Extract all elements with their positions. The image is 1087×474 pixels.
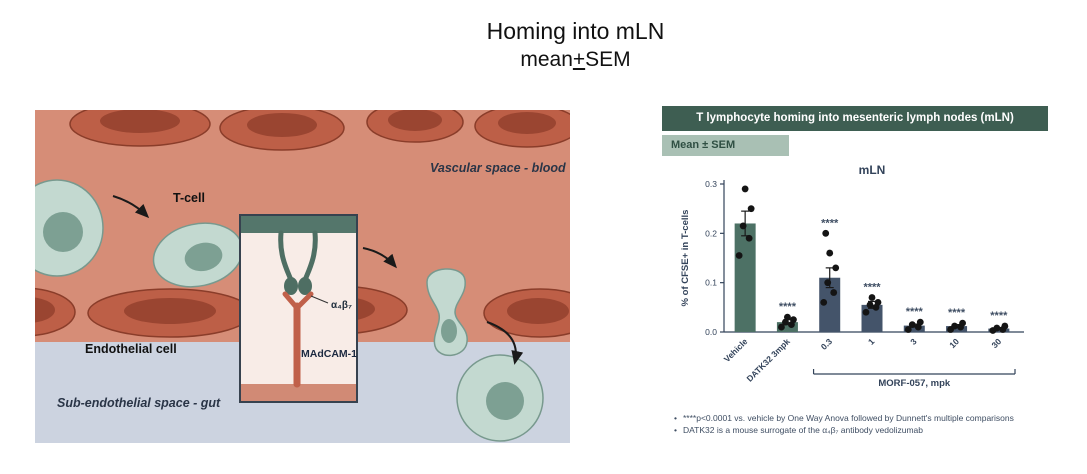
subtitle-sem: SEM bbox=[585, 48, 631, 72]
svg-text:DATK32 3mpk: DATK32 3mpk bbox=[744, 336, 792, 384]
madcam-label: MAdCAM-1 bbox=[301, 348, 357, 360]
svg-text:10: 10 bbox=[947, 336, 961, 350]
footnotes: ****p<0.0001 vs. vehicle by One Way Anov… bbox=[672, 412, 1014, 438]
svg-text:****: **** bbox=[821, 217, 839, 229]
integrin-a4b7-molecule bbox=[278, 230, 318, 295]
svg-text:****: **** bbox=[779, 301, 797, 313]
footnote-datk32: DATK32 is a mouse surrogate of the α₄β₇ … bbox=[672, 424, 1014, 437]
subendothelial-space-label: Sub-endothelial space - gut bbox=[57, 396, 221, 410]
panel-subheader: Mean ± SEM bbox=[662, 135, 789, 156]
chart-panel: T lymphocyte homing into mesenteric lymp… bbox=[662, 106, 1048, 442]
chart-y-axis-label: % of CFSE+ in T-cells bbox=[680, 210, 691, 307]
madcam1-molecule bbox=[282, 291, 314, 388]
endothelial-cell bbox=[366, 101, 464, 143]
tcell-label: T-cell bbox=[173, 191, 205, 205]
svg-text:0.1: 0.1 bbox=[705, 278, 717, 288]
endothelial-cell bbox=[69, 101, 211, 147]
vascular-space-label: Vascular space - blood bbox=[430, 161, 566, 175]
integrin-label-leader bbox=[310, 295, 329, 304]
svg-text:30: 30 bbox=[990, 336, 1004, 350]
svg-text:0.3: 0.3 bbox=[819, 336, 835, 352]
flow-arrow bbox=[362, 247, 397, 269]
integrin-label: α₄β₇ bbox=[331, 300, 352, 311]
title-line1: Homing into mLN bbox=[486, 18, 665, 44]
panel-header: T lymphocyte homing into mesenteric lymp… bbox=[662, 106, 1048, 131]
t-cell bbox=[152, 222, 244, 288]
chart-canvas: mLN % of CFSE+ in T-cells 0.00.10.20.3Ve… bbox=[680, 163, 1024, 389]
endothelial-cell bbox=[474, 104, 580, 148]
svg-text:0.2: 0.2 bbox=[705, 228, 717, 238]
svg-text:3: 3 bbox=[908, 336, 919, 347]
diagram-canvas: α₄β₇ MAdCAM-1 Vascular space - blood T-c… bbox=[0, 101, 597, 443]
svg-text:1: 1 bbox=[866, 336, 877, 347]
t-cell bbox=[456, 354, 544, 442]
flow-arrow bbox=[112, 195, 150, 219]
t-cell-transmigrating bbox=[426, 268, 468, 356]
tcell-homing-diagram: α₄β₇ MAdCAM-1 Vascular space - blood T-c… bbox=[0, 101, 597, 443]
svg-text:0.3: 0.3 bbox=[705, 179, 717, 189]
footnote-stats: ****p<0.0001 vs. vehicle by One Way Anov… bbox=[672, 412, 1014, 425]
plus-minus-glyph: + bbox=[572, 48, 586, 72]
subtitle-mean: mean bbox=[520, 48, 573, 72]
svg-text:Vehicle: Vehicle bbox=[722, 336, 750, 364]
svg-text:****: **** bbox=[906, 306, 924, 318]
svg-text:0.0: 0.0 bbox=[705, 327, 717, 337]
slide-title: Homing into mLN mean+SEM bbox=[32, 16, 1087, 74]
tcell-membrane-band bbox=[241, 216, 356, 233]
zoom-inset: α₄β₇ MAdCAM-1 bbox=[239, 214, 358, 403]
endothelial-cell-label: Endothelial cell bbox=[85, 342, 177, 356]
chart-title: mLN bbox=[859, 163, 886, 177]
endothelial-membrane-band bbox=[241, 384, 356, 401]
svg-text:****: **** bbox=[990, 310, 1008, 322]
svg-text:****: **** bbox=[863, 281, 881, 293]
svg-text:****: **** bbox=[948, 307, 966, 319]
endothelial-cell bbox=[219, 105, 345, 151]
endothelial-cell bbox=[87, 288, 253, 338]
title-line2: mean+SEM bbox=[32, 46, 1087, 74]
flow-arrow bbox=[486, 321, 524, 365]
svg-text:MORF-057, mpk: MORF-057, mpk bbox=[878, 378, 951, 389]
